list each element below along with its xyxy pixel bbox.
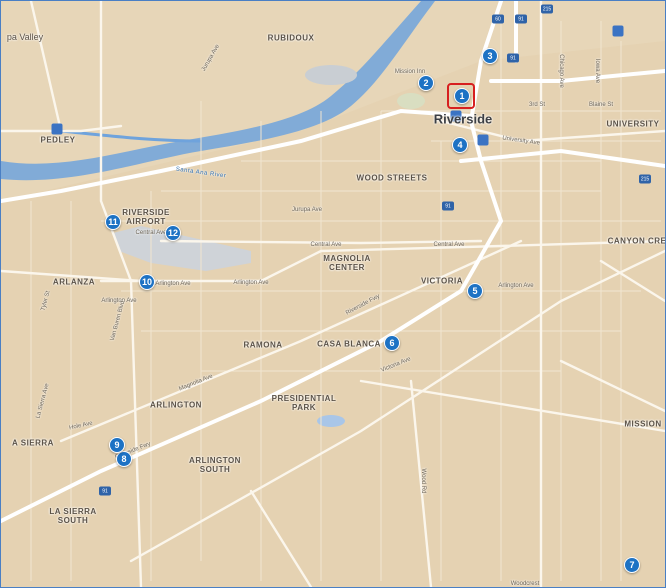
road-label: Blaine St	[588, 102, 614, 108]
transit-station-icon[interactable]	[477, 134, 489, 146]
location-marker-6[interactable]: 6	[384, 335, 400, 351]
urban-area	[1, 41, 665, 587]
freeways	[1, 1, 665, 523]
area-label: CANYON CRE	[607, 236, 666, 246]
location-marker-5[interactable]: 5	[467, 283, 483, 299]
area-label: PRESIDENTIAL PARK	[271, 394, 337, 412]
lake	[305, 65, 357, 85]
transit-station-icon[interactable]	[612, 25, 624, 37]
road-label: Central Ave	[433, 242, 465, 248]
area-label: VICTORIA	[420, 276, 464, 286]
road-label: Iowa Ave	[594, 58, 600, 84]
area-label: ARLANZA	[52, 277, 96, 287]
area-label: WOOD STREETS	[356, 173, 428, 183]
area-label: RUBIDOUX	[267, 33, 315, 43]
transit-station-icon[interactable]	[450, 110, 462, 122]
freeway-shield: 215	[639, 174, 651, 184]
road-label: Arlington Ave	[155, 281, 191, 287]
location-marker-11[interactable]: 11	[105, 214, 121, 230]
location-marker-1[interactable]: 1	[454, 88, 470, 104]
road-label: 3rd St	[528, 102, 546, 108]
location-marker-2[interactable]: 2	[418, 75, 434, 91]
location-marker-4[interactable]: 4	[452, 137, 468, 153]
area-label: RIVERSIDE AIRPORT	[122, 208, 170, 226]
airport	[113, 226, 251, 271]
road-label: Arlington Ave	[233, 280, 269, 286]
freeway-shield: 91	[442, 201, 454, 211]
road-label: Chicago Ave	[558, 54, 564, 88]
area-label: PEDLEY	[40, 135, 76, 145]
road-label: Central Ave	[310, 242, 342, 248]
area-label: ARLINGTON	[150, 400, 202, 410]
road-label: Wood Rd	[420, 468, 426, 494]
freeway-shield: 91	[515, 14, 527, 24]
area-label: RAMONA	[243, 340, 283, 350]
area-label: pa Valley	[6, 32, 44, 42]
area-label: LA SIERRA SOUTH	[49, 507, 97, 525]
location-marker-12[interactable]: 12	[165, 225, 181, 241]
area-label: MISSION	[624, 419, 662, 429]
location-marker-8[interactable]: 8	[116, 451, 132, 467]
road-label: Woodcrest	[510, 581, 540, 587]
area-label: MAGNOLIA CENTER	[323, 254, 371, 272]
transit-station-icon[interactable]	[51, 123, 63, 135]
road-label: Arlington Ave	[101, 298, 137, 304]
minor-roads	[30, 21, 661, 581]
road-label: Central Ave	[135, 230, 167, 236]
park	[397, 93, 425, 109]
river	[1, 1, 435, 181]
highlight-box	[447, 83, 475, 109]
road-label: Mission Inn	[394, 69, 426, 75]
city-label: Riverside	[433, 111, 493, 127]
freeway-shield: 91	[507, 53, 519, 63]
location-marker-3[interactable]: 3	[482, 48, 498, 64]
location-marker-7[interactable]: 7	[624, 557, 640, 573]
lake	[60, 129, 202, 143]
road-label: Arlington Ave	[498, 283, 534, 289]
location-marker-9[interactable]: 9	[109, 437, 125, 453]
area-label: UNIVERSITY	[606, 119, 660, 129]
location-marker-10[interactable]: 10	[139, 274, 155, 290]
road-label: Jurupa Ave	[292, 207, 322, 213]
area-label: CASA BLANCA	[317, 339, 381, 349]
freeway-shield: 91	[99, 486, 111, 496]
area-label: A SIERRA	[12, 438, 54, 448]
freeway-shield: 60	[492, 14, 504, 24]
freeway-shield: 215	[541, 4, 553, 14]
area-label: ARLINGTON SOUTH	[189, 456, 241, 474]
pond	[317, 415, 345, 427]
